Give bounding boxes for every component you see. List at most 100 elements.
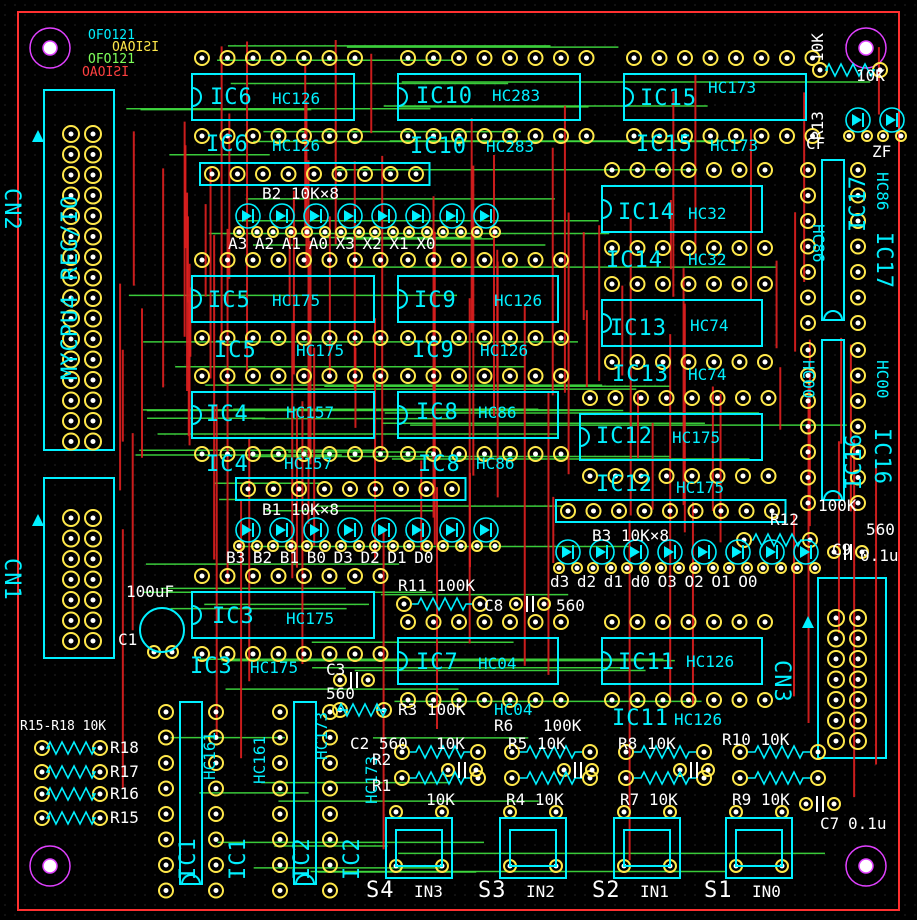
pad-hole [213,760,219,766]
pad [502,368,518,384]
pad-hole [270,229,276,235]
pad [245,330,261,346]
pad [400,692,416,708]
pad-hole [68,295,74,301]
pad [800,289,816,306]
pad [706,614,722,630]
board-outline [17,11,900,911]
pad [393,481,409,497]
led-outline [879,107,905,133]
pad-hole [715,473,720,479]
pad-hole [718,508,724,514]
pad-hole [584,55,589,61]
pad [441,763,455,777]
pad-hole [855,424,861,429]
pad [476,330,493,346]
pad-hole [705,767,711,773]
pad [62,289,80,307]
pad-hole [68,515,74,521]
pad-hole [90,439,96,444]
r18-label: R18 [110,738,139,757]
c3-value: 560 [326,684,355,703]
pad-hole [440,543,446,549]
led-symbol [596,546,606,558]
pad-hole [864,133,870,139]
ic12-ref: IC12 [596,424,653,449]
pad-hole [689,473,695,479]
pad [757,562,769,574]
pad [731,162,748,178]
pad-hole [456,335,462,341]
pad-hole [456,55,462,61]
pad-hole [347,486,353,492]
pad [272,857,288,873]
pad [850,162,866,178]
resistor [824,62,876,78]
pad-hole [855,656,861,662]
pad-hole [556,565,562,571]
ic9-part: HC126 [494,291,543,310]
led-symbol [276,524,286,536]
pad [425,330,442,346]
pad-hole [762,619,768,625]
pad-hole [855,244,861,249]
pad [372,568,389,584]
ic12-part-lower: HC175 [676,478,725,497]
pad-hole [286,171,291,177]
pad-hole [90,316,96,321]
pad-hole [163,811,169,817]
pad-hole [660,359,666,365]
pad-hole [97,815,103,821]
pad [680,162,697,178]
c1-capacitor-outline [139,607,185,653]
ic13-ref-lower: IC13 [612,362,669,387]
b1-label: B1 10K×8 [262,500,340,519]
pad-hole [163,837,169,842]
pad [578,128,595,144]
pad [296,446,312,462]
led-symbol [732,546,742,558]
pad-hole [68,172,74,178]
pad-hole [737,245,742,251]
r1-label: R1 [372,776,392,795]
pad-hole [660,245,666,251]
ic3-part: HC175 [286,609,335,628]
pad-hole [406,543,412,549]
pad [877,130,889,142]
ic-body [601,299,763,347]
r10-label: R10 10K [722,730,790,749]
pad [62,350,80,369]
pad [301,226,313,238]
pad [810,744,826,760]
pad-hole [492,543,498,549]
pad-hole [304,229,310,235]
pad-hole [405,697,411,703]
pad-hole [431,697,436,703]
pad-hole [686,167,691,173]
pad [804,128,821,144]
pad-hole [399,749,405,755]
pad [62,207,80,225]
pad [296,568,312,584]
pad [553,330,569,346]
pad-hole [301,55,307,61]
pad [321,646,338,662]
pad-hole [711,359,717,365]
pad [270,568,287,584]
pad [560,503,576,519]
pad [333,673,347,687]
pad [229,166,246,182]
pad [361,673,375,687]
pad [757,240,773,256]
pad [84,391,102,410]
ic-notch [181,874,201,885]
pad-hole [213,888,219,893]
pad-hole [733,809,739,815]
resistor [410,770,470,786]
pad [208,729,224,746]
pad [728,50,744,66]
pad [553,252,569,268]
ic11-part: HC126 [686,652,735,671]
pad [680,692,697,708]
led-symbol [480,524,490,536]
